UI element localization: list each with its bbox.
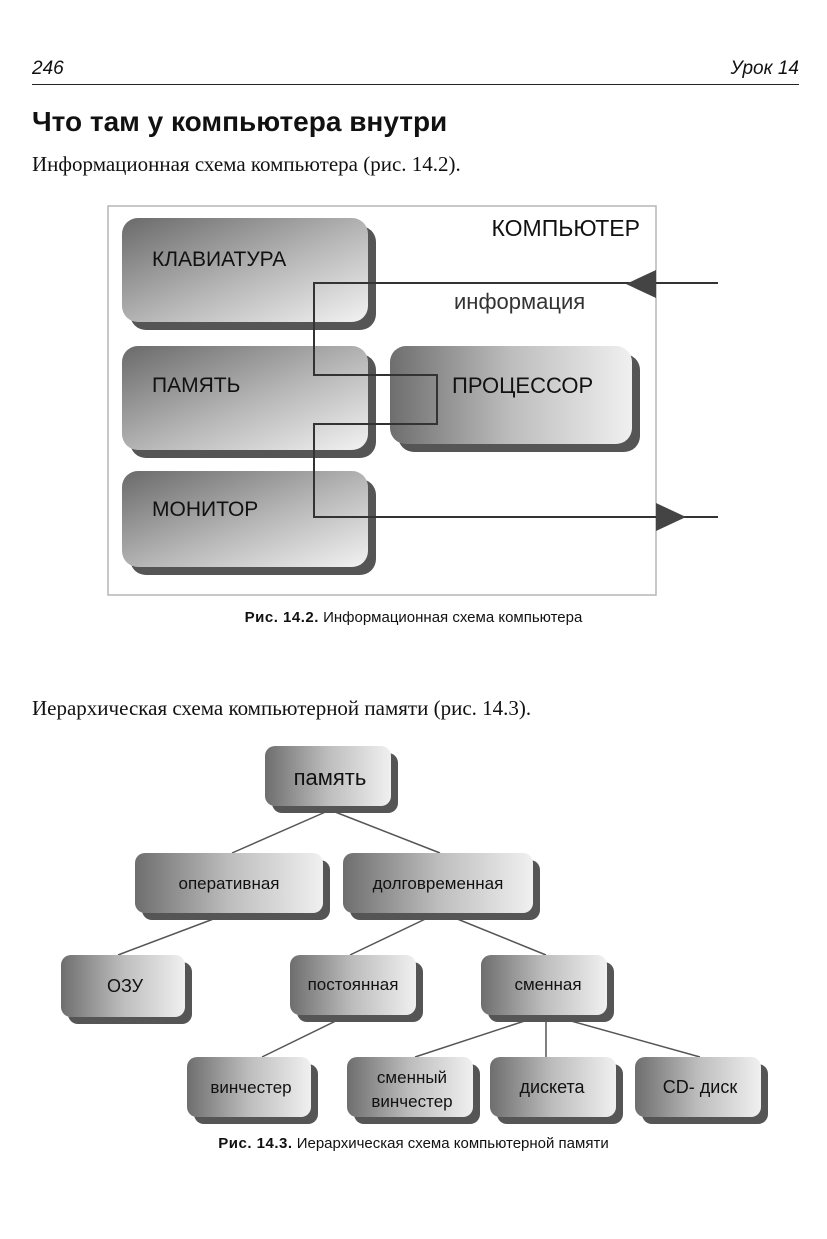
node-cd-label: CD- диск (663, 1077, 738, 1097)
figure-memory-hierarchy: память оперативная долговременная ОЗУ (61, 746, 768, 1124)
information-label: информация (454, 289, 585, 314)
node-operative-label: оперативная (178, 874, 279, 893)
node-longterm: долговременная (343, 853, 540, 920)
computer-label: КОМПЬЮТЕР (492, 215, 641, 241)
figure-1-caption-number: Рис. 14.2. (244, 609, 319, 626)
node-diskette-label: дискета (519, 1077, 585, 1097)
node-permanent: постоянная (290, 955, 423, 1022)
paragraph-intro-figure-2: Иерархическая схема компьютерной памяти … (32, 696, 532, 720)
node-face (490, 1057, 616, 1117)
monitor-block: МОНИТОР (122, 471, 376, 575)
node-removable-winchester-line1: сменный (377, 1068, 447, 1087)
keyboard-block: КЛАВИАТУРА (122, 218, 376, 330)
keyboard-label: КЛАВИАТУРА (152, 248, 286, 271)
node-ozu-label: ОЗУ (107, 976, 144, 996)
node-removable: сменная (481, 955, 614, 1022)
figure-1-caption: Рис. 14.2. Информационная схема компьюте… (0, 609, 827, 626)
node-face (343, 853, 533, 913)
node-memory-root-label: память (294, 765, 367, 790)
page-number: 246 (32, 58, 64, 79)
information-path (313, 282, 718, 518)
node-operative: оперативная (135, 853, 330, 920)
node-memory-root: память (265, 746, 398, 813)
node-face (135, 853, 323, 913)
processor-block-face (390, 346, 632, 444)
node-face (187, 1057, 311, 1117)
paragraph-intro-figure-1: Информационная схема компьютера (рис. 14… (32, 152, 461, 176)
node-winchester-label: винчестер (210, 1078, 291, 1097)
node-winchester: винчестер (187, 1057, 318, 1124)
node-face (481, 955, 607, 1015)
processor-label: ПРОЦЕССОР (452, 373, 593, 398)
node-ozu: ОЗУ (61, 955, 192, 1024)
connector-root-operative (231, 809, 331, 854)
node-longterm-label: долговременная (373, 874, 504, 893)
node-face (635, 1057, 761, 1117)
monitor-label: МОНИТОР (152, 498, 258, 521)
figure-2-caption: Рис. 14.3. Иерархическая схема компьютер… (0, 1135, 827, 1152)
node-removable-winchester: сменный винчестер (347, 1057, 480, 1124)
node-face (290, 955, 416, 1015)
monitor-block-face (122, 471, 368, 567)
node-diskette: дискета (490, 1057, 623, 1124)
node-removable-winchester-line2: винчестер (371, 1092, 452, 1111)
input-arrow (626, 270, 656, 298)
running-header: 246 Урок 14 (32, 58, 799, 85)
node-cd: CD- диск (635, 1057, 768, 1124)
node-face (61, 955, 185, 1017)
node-permanent-label: постоянная (308, 975, 399, 994)
keyboard-block-face (122, 218, 368, 322)
memory-block: ПАМЯТЬ (122, 346, 376, 458)
memory-label: ПАМЯТЬ (152, 374, 240, 397)
figure-information-scheme: КОМПЬЮТЕР информация КЛАВИАТУРА ПАМЯТЬ М… (107, 205, 718, 596)
figure-2-caption-text: Иерархическая схема компьютерной памяти (292, 1135, 609, 1152)
processor-block: ПРОЦЕССОР (390, 346, 640, 452)
figure-1-caption-text: Информационная схема компьютера (318, 609, 583, 626)
figure-2-caption-number: Рис. 14.3. (218, 1135, 293, 1152)
node-face (265, 746, 391, 806)
memory-block-face (122, 346, 368, 450)
node-face (347, 1057, 473, 1117)
node-removable-label: сменная (514, 975, 581, 994)
connector-root-longterm (329, 809, 441, 854)
section-title: Что там у компьютера внутри (32, 106, 448, 137)
chapter-label: Урок 14 (730, 58, 799, 79)
output-arrow (656, 503, 686, 531)
